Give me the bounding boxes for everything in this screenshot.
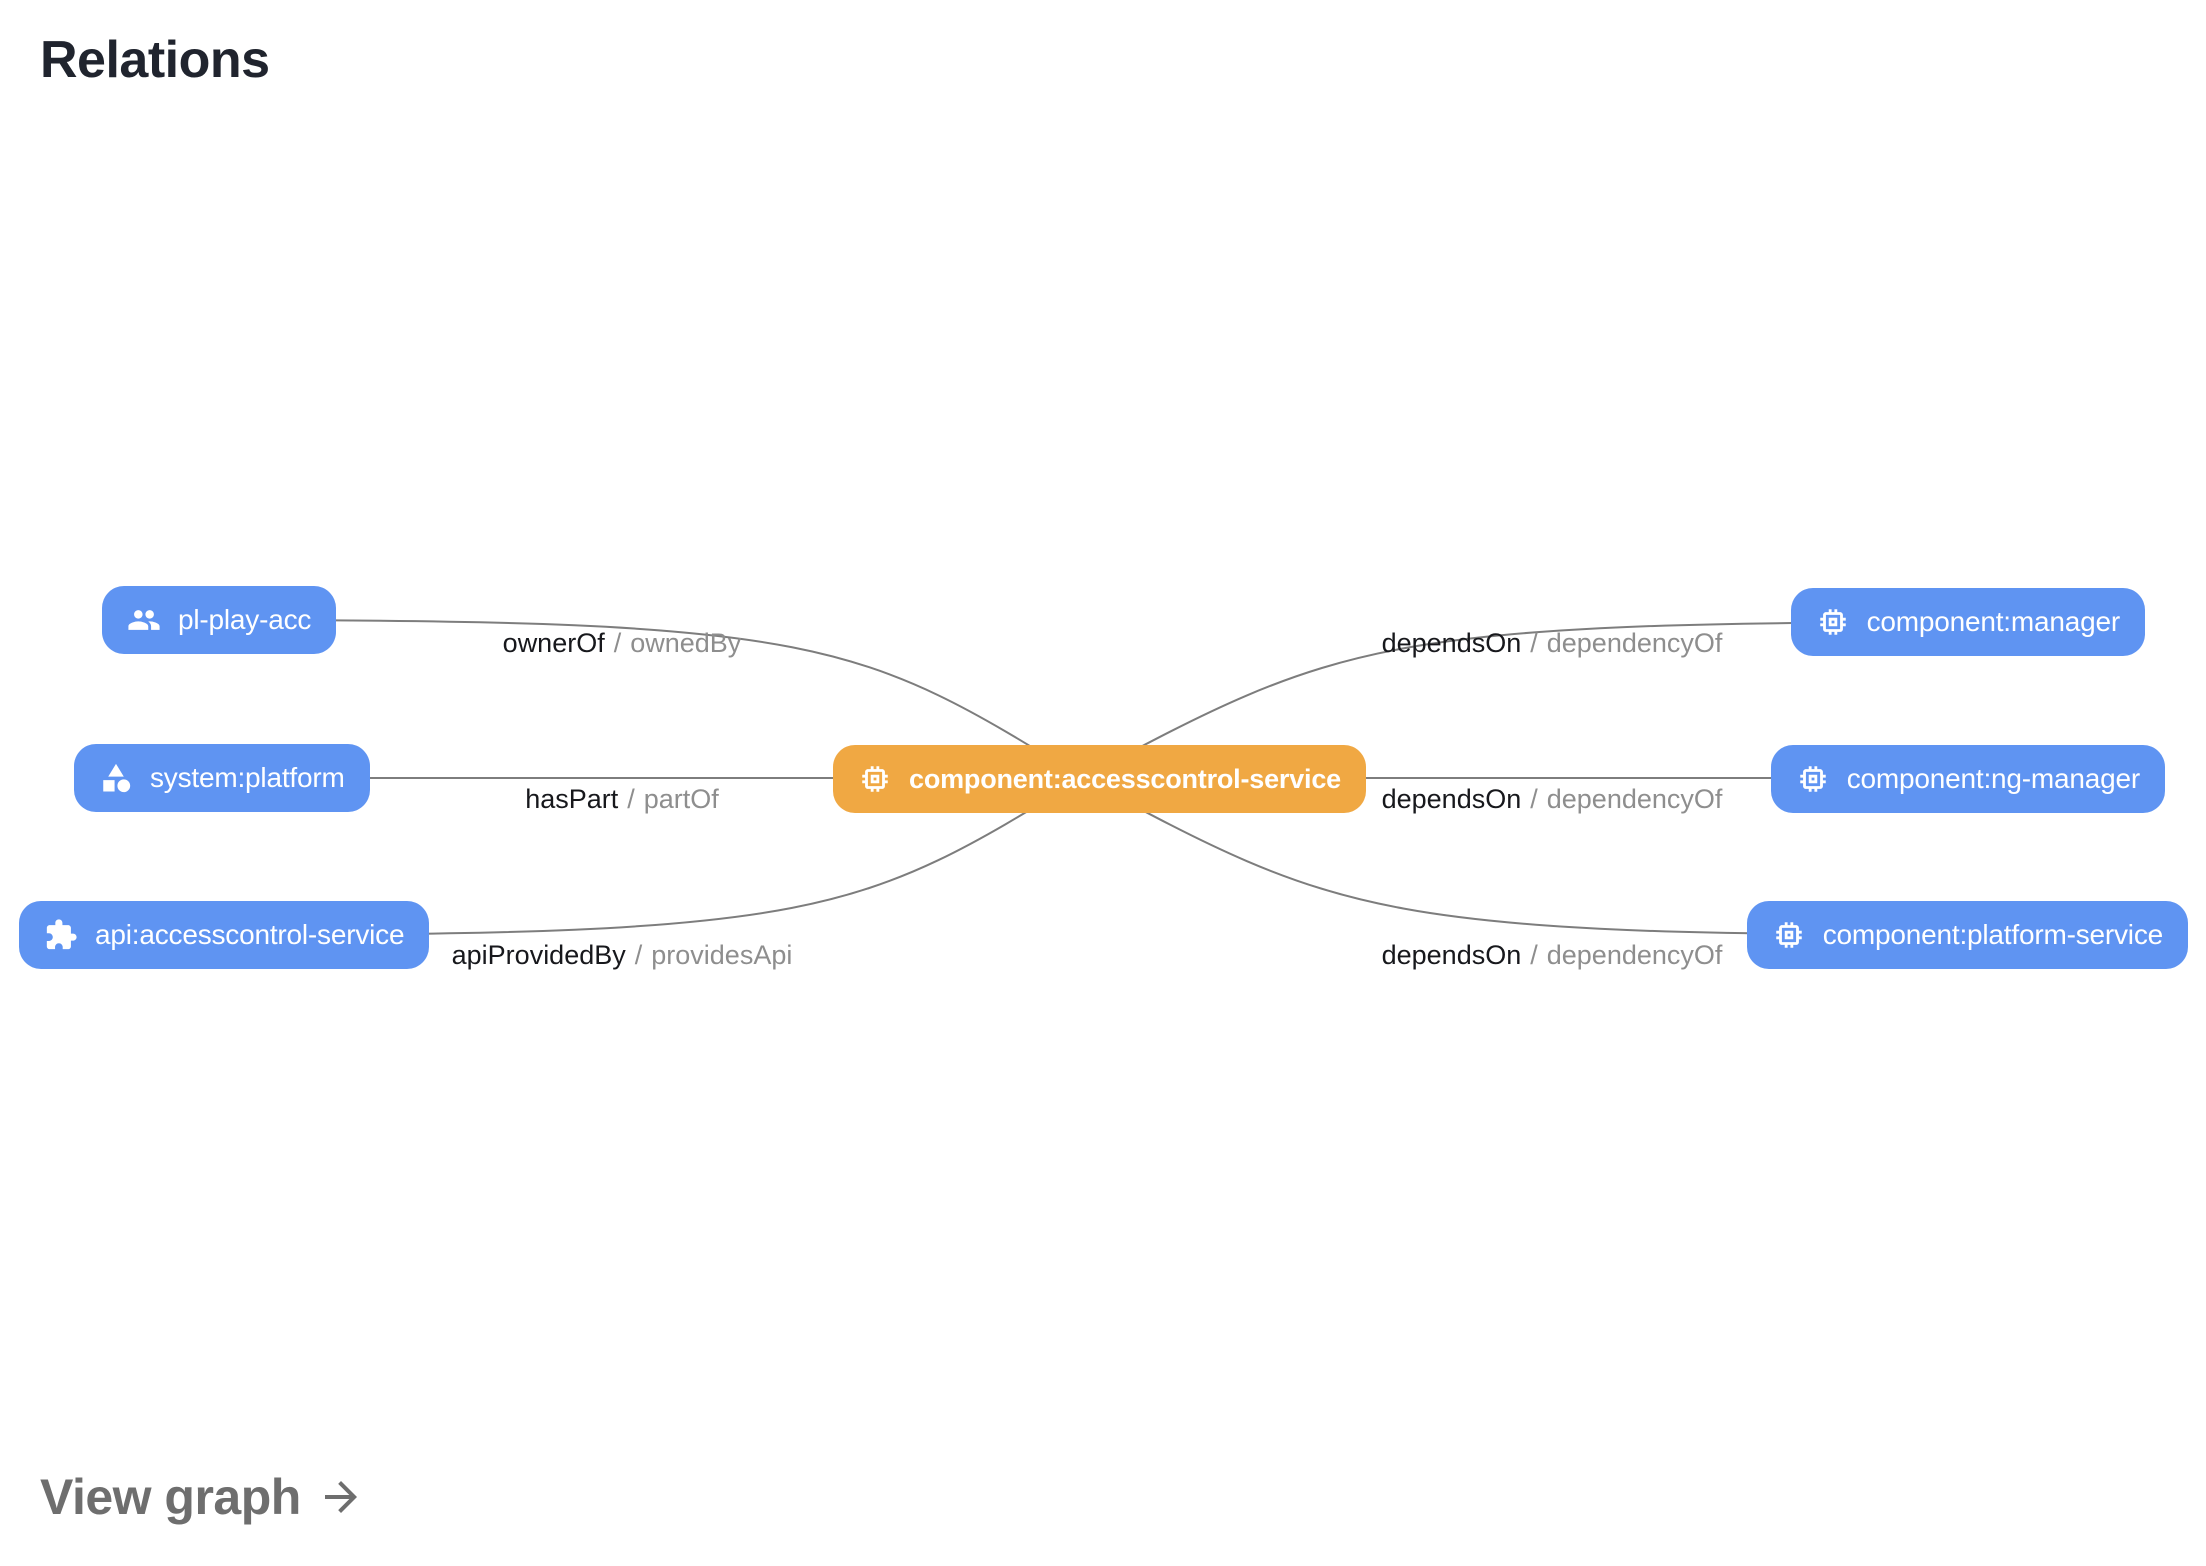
relation-separator: / [1530, 940, 1538, 970]
edge-label-dependson-platform: dependsOn / dependencyOf [1302, 938, 1802, 972]
relation-text: dependsOn [1381, 940, 1522, 970]
category-icon [103, 763, 131, 793]
relation-text: ownerOf [502, 628, 605, 658]
node-label: api:accesscontrol-service [95, 919, 405, 950]
inverse-relation-text: partOf [643, 784, 719, 814]
edge-label-dependson-manager: dependsOn / dependencyOf [1302, 626, 1802, 660]
node-api-accesscontrol-service[interactable]: api:accesscontrol-service [19, 901, 430, 969]
node-component-platform-service[interactable]: component:platform-service [1746, 901, 2188, 969]
relation-separator: / [634, 940, 643, 970]
node-component-ng-manager[interactable]: component:ng-manager [1770, 745, 2165, 813]
view-graph-link[interactable]: View graph [40, 1468, 365, 1526]
relation-separator: / [613, 628, 622, 658]
node-label: pl-play-acc [178, 604, 312, 635]
node-label: component:manager [1866, 606, 2121, 637]
group-icon [128, 610, 160, 630]
node-label: component:accesscontrol-service [909, 763, 1341, 794]
edge-ownerof [214, 619, 1083, 779]
relation-text: dependsOn [1381, 784, 1522, 814]
memory-chip-icon [1819, 609, 1846, 635]
inverse-relation-text: dependencyOf [1546, 784, 1723, 814]
inverse-relation-text: providesApi [651, 940, 793, 970]
relation-separator: / [627, 784, 635, 814]
inverse-relation-text: ownedBy [630, 628, 742, 658]
arrow-right-icon [324, 1481, 357, 1513]
edge-apiprovidedby [214, 777, 1083, 936]
edge-label-haspart: hasPart / partOf [372, 782, 872, 816]
node-label: component:platform-service [1822, 919, 2163, 950]
view-graph-label: View graph [40, 1469, 301, 1525]
edge-dependson-manager [1081, 621, 1991, 779]
memory-chip-icon [862, 766, 888, 792]
edge-label-ownerof: ownerOf / ownedBy [372, 626, 872, 660]
relation-text: apiProvidedBy [451, 940, 626, 970]
edge-label-dependson-ng: dependsOn / dependencyOf [1302, 782, 1802, 816]
node-component-accesscontrol-service[interactable]: component:accesscontrol-service [833, 745, 1366, 813]
inverse-relation-text: dependencyOf [1546, 628, 1723, 658]
node-system-platform[interactable]: system:platform [74, 744, 370, 812]
relation-text: dependsOn [1381, 628, 1522, 658]
node-label: component:ng-manager [1846, 763, 2140, 794]
inverse-relation-text: dependencyOf [1546, 940, 1723, 970]
node-pl-play-acc[interactable]: pl-play-acc [102, 586, 337, 654]
memory-chip-icon [1775, 922, 1802, 948]
memory-chip-icon [1799, 766, 1826, 792]
relation-separator: / [1530, 784, 1538, 814]
node-component-manager[interactable]: component:manager [1790, 588, 2145, 656]
edge-label-apiprovidedby: apiProvidedBy / providesApi [372, 938, 872, 972]
extension-icon [46, 919, 77, 950]
relation-separator: / [1530, 628, 1538, 658]
page-title: Relations [40, 31, 270, 89]
node-label: system:platform [150, 762, 345, 793]
relation-text: hasPart [525, 784, 619, 814]
